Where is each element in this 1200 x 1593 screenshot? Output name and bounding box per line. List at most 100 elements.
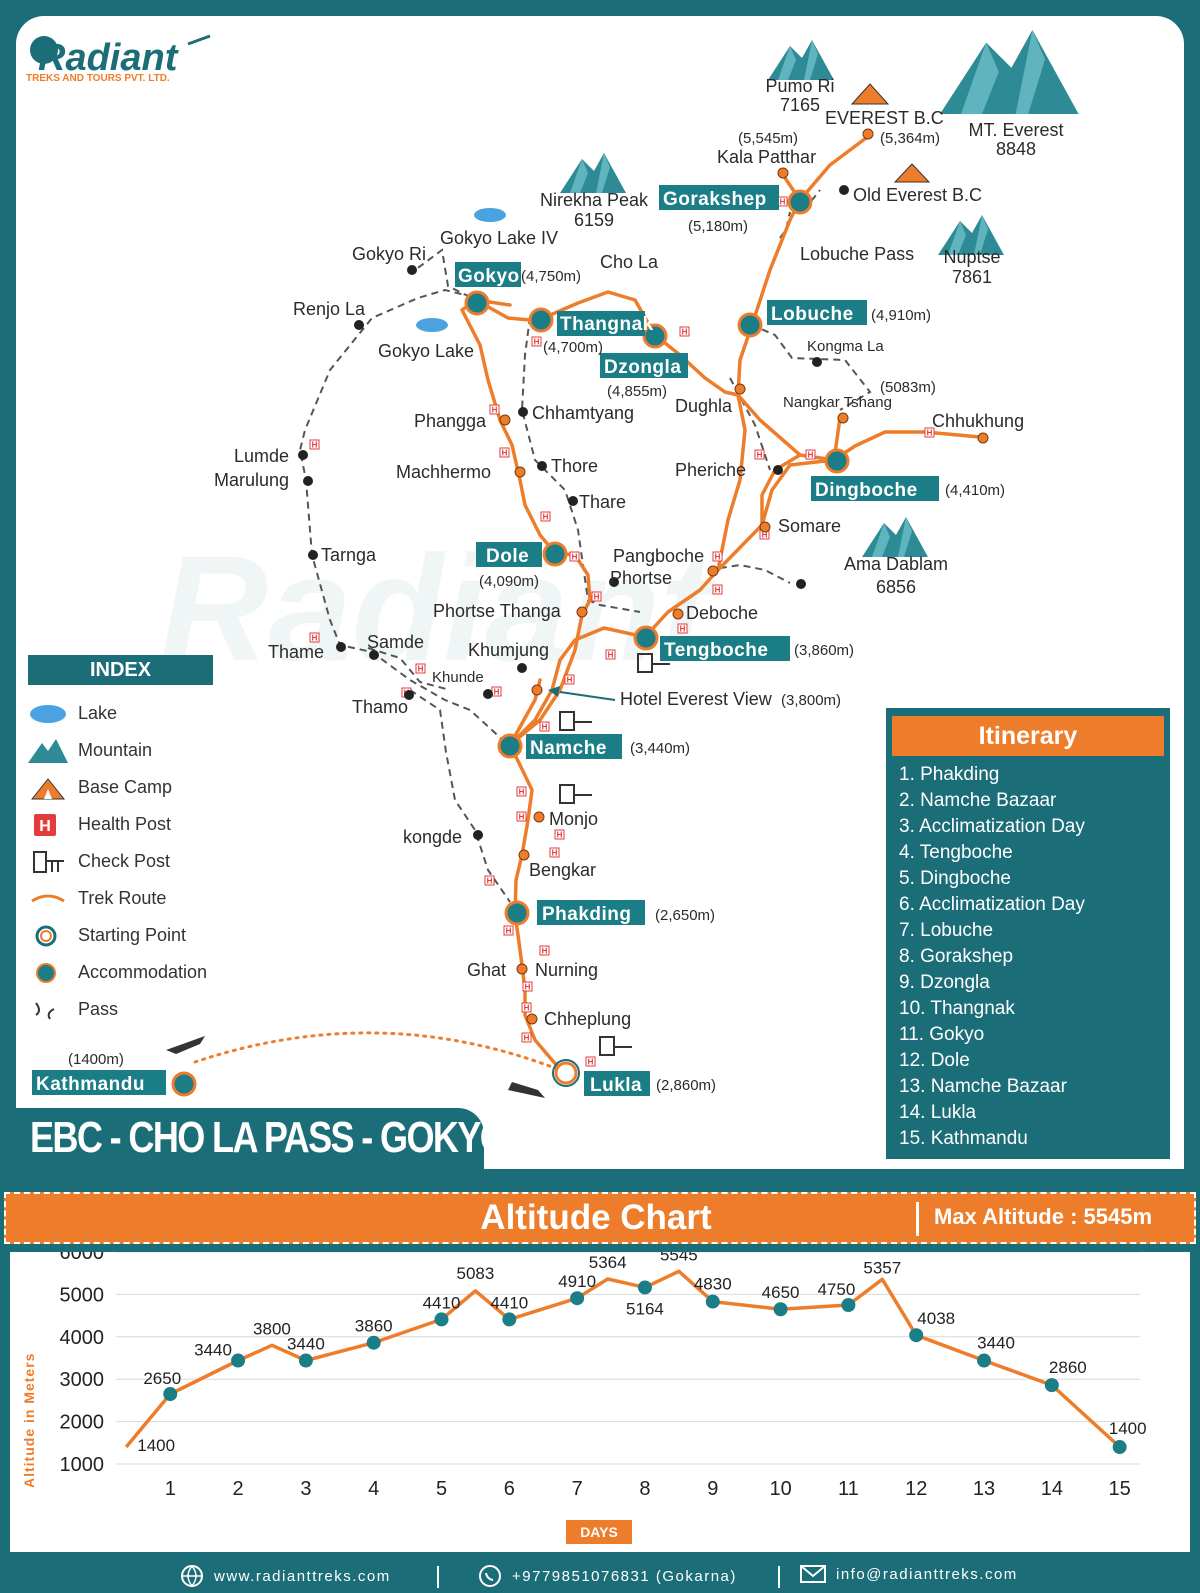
itinerary-day: 3. Acclimatization Day [899, 816, 1085, 837]
svg-text:Nurning: Nurning [535, 960, 598, 980]
svg-text:Ghat: Ghat [467, 960, 506, 980]
trek-title: EBC - CHO LA PASS - GOKYO TREK [30, 1113, 608, 1162]
altitude-point [570, 1291, 585, 1306]
legend-item-health-post: H Health Post [28, 806, 213, 843]
legend-item-lake: Lake [28, 695, 213, 732]
x-axis-label: DAYS [580, 1524, 618, 1540]
starting-point-icon [552, 1059, 580, 1087]
svg-text:Kala Patthar: Kala Patthar [717, 147, 816, 167]
whatsapp-icon [479, 1565, 501, 1587]
itinerary-day: 8. Gorakshep [899, 946, 1014, 967]
svg-text:Dughla: Dughla [675, 396, 733, 416]
svg-text:(4,700m): (4,700m) [543, 339, 603, 356]
accommodation-icon [28, 958, 78, 988]
footer-divider [778, 1566, 780, 1588]
legend-item-base-camp: Base Camp [28, 769, 213, 806]
altitude-point [163, 1387, 178, 1402]
place-label: Hotel Everest View Kala Patthar EVEREST … [214, 108, 1024, 1029]
airplane-icon [166, 1036, 545, 1098]
svg-text:Old Everest B.C: Old Everest B.C [853, 185, 982, 205]
footer: www.radianttreks.com +9779851076831 (Gok… [0, 1560, 1200, 1593]
lake-icon [416, 208, 506, 332]
itinerary-day: 6. Acclimatization Day [899, 894, 1085, 915]
svg-text:Khumjung: Khumjung [468, 640, 549, 660]
footer-website[interactable]: www.radianttreks.com [180, 1564, 391, 1588]
svg-text:Phangga: Phangga [414, 411, 487, 431]
svg-text:(5,364m): (5,364m) [880, 130, 940, 147]
place-tag: Gorakshep Gokyo Thangnak Dzongla Lobuche… [32, 185, 939, 1096]
altitude-value-label: 3800 [253, 1319, 291, 1338]
itinerary-day: 4. Tengboche [899, 842, 1013, 863]
altitude-value-label: 1400 [137, 1436, 175, 1455]
svg-text:Gokyo Lake: Gokyo Lake [378, 341, 474, 361]
footer-divider [437, 1566, 439, 1588]
svg-text:Kathmandu: Kathmandu [36, 1074, 145, 1095]
legend-item-accommodation: Accommodation [28, 954, 213, 991]
y-tick-label: 4000 [60, 1327, 105, 1349]
svg-text:(2,860m): (2,860m) [656, 1077, 716, 1094]
legend-item-pass: Pass [28, 991, 213, 1028]
starting-point-icon [28, 921, 78, 951]
svg-text:Somare: Somare [778, 516, 841, 536]
itinerary-day: 10. Thangnak [899, 998, 1015, 1019]
svg-text:Kongma La: Kongma La [807, 338, 884, 355]
altitude-value-label: 4750 [817, 1280, 855, 1299]
village-dot [298, 185, 849, 840]
y-tick-label: 1000 [60, 1454, 105, 1476]
altitude-value-label: 4038 [917, 1309, 955, 1328]
svg-text:Nuptse: Nuptse [943, 247, 1000, 267]
itinerary-day: 15. Kathmandu [899, 1128, 1028, 1149]
svg-text:Tengboche: Tengboche [664, 640, 768, 661]
svg-text:(4,855m): (4,855m) [607, 383, 667, 400]
svg-text:TREKS AND TOURS PVT. LTD.: TREKS AND TOURS PVT. LTD. [26, 73, 170, 84]
svg-text:(3,860m): (3,860m) [794, 642, 854, 659]
x-tick-label: 5 [436, 1478, 447, 1500]
pass-icon [28, 995, 78, 1025]
svg-text:Renjo La: Renjo La [293, 299, 366, 319]
x-tick-label: 3 [300, 1478, 311, 1500]
health-post-icon: H [28, 810, 78, 840]
svg-text:7861: 7861 [952, 267, 992, 287]
altitude-point [705, 1294, 720, 1309]
flight-path [193, 1031, 562, 1072]
brand-logo: Radiant TREKS AND TOURS PVT. LTD. [26, 34, 211, 84]
svg-text:Radiant: Radiant [38, 37, 179, 79]
y-tick-label: 6000 [60, 1252, 105, 1264]
altitude-value-label: 4410 [490, 1293, 528, 1312]
itinerary-panel: Itinerary 1. Phakding 2. Namche Bazaar 3… [886, 708, 1170, 1159]
footer-email[interactable]: info@radianttreks.com [800, 1564, 1018, 1584]
svg-text:Phakding: Phakding [542, 904, 632, 925]
legend: INDEX Lake Mountain Base Camp H Health P… [28, 655, 213, 1028]
altitude-value-label: 4410 [423, 1293, 461, 1312]
altitude-point [366, 1335, 381, 1350]
altitude-chart-title: Altitude Chart [480, 1198, 712, 1237]
y-tick-label: 3000 [60, 1369, 105, 1391]
svg-text:Samde: Samde [367, 632, 424, 652]
svg-text:MT. Everest: MT. Everest [968, 120, 1063, 140]
y-tick-label: 5000 [60, 1284, 105, 1306]
itinerary-day: 13. Namche Bazaar [899, 1076, 1067, 1097]
x-tick-label: 14 [1041, 1478, 1063, 1500]
x-axis-label-box [566, 1520, 632, 1544]
svg-text:Bengkar: Bengkar [529, 860, 596, 880]
itinerary-day: 2. Namche Bazaar [899, 790, 1057, 811]
svg-text:Monjo: Monjo [549, 809, 598, 829]
svg-text:Thore: Thore [551, 456, 598, 476]
check-post-icon [28, 847, 78, 877]
footer-phone[interactable]: +9779851076831 (Gokarna) [478, 1564, 737, 1588]
svg-text:Cho La: Cho La [600, 252, 659, 272]
svg-text:Chheplung: Chheplung [544, 1009, 631, 1029]
altitude-point [773, 1302, 788, 1317]
stop-point [499, 128, 989, 1025]
svg-text:(5,545m): (5,545m) [738, 130, 798, 147]
svg-text:Thare: Thare [579, 492, 626, 512]
altitude-value-label: 3440 [194, 1341, 232, 1360]
svg-text:8848: 8848 [996, 139, 1036, 159]
svg-text:Gokyo Lake IV: Gokyo Lake IV [440, 228, 558, 248]
svg-text:Pangboche: Pangboche [613, 546, 704, 566]
svg-text:Phortse Thanga: Phortse Thanga [433, 601, 562, 621]
altitude-point [977, 1353, 992, 1368]
svg-text:Dingboche: Dingboche [815, 480, 918, 501]
svg-text:(2,650m): (2,650m) [655, 907, 715, 924]
